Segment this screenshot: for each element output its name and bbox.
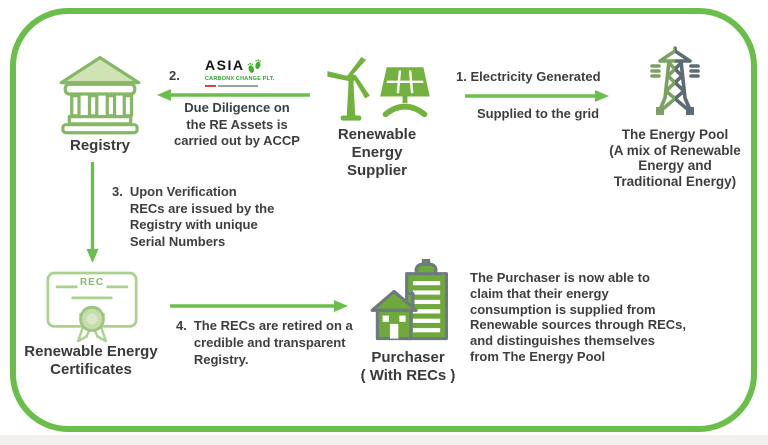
purchaser-note: The Purchaser is now able to claim that …	[470, 270, 686, 364]
arrow-step1-right	[465, 90, 609, 102]
registry-label: Registry	[69, 137, 131, 154]
logo-fineprint-red	[205, 84, 216, 87]
step4-number: 4.	[176, 318, 187, 333]
logo-fineprint-url	[218, 84, 258, 87]
accp-logo-subtitle: CARBONX CHANGE PLT.	[205, 76, 275, 82]
step3-number: 3.	[112, 184, 123, 199]
step1-number: 1.	[456, 69, 467, 84]
registry-bank-icon	[59, 56, 141, 135]
purchaser-label: Purchaser ( With RECs )	[360, 349, 456, 384]
energy-pool-label: The Energy Pool (A mix of Renewable Ener…	[609, 127, 741, 189]
step3-text: 3. Upon Verification RECs are issued by …	[112, 184, 275, 249]
arrow-step3-down	[86, 162, 99, 263]
rec-certificate-icon: REC	[46, 271, 138, 345]
wind-turbine-icon	[327, 57, 370, 121]
solar-panel-icon	[380, 67, 430, 118]
step2-number: 2.	[169, 68, 180, 83]
step4-text: 4. The RECs are retired on a credible an…	[176, 318, 353, 367]
step1-subtext: Supplied to the grid	[477, 106, 600, 121]
accp-logo: ASIA CARBONX CHANGE PLT.	[205, 58, 274, 87]
step2-text: Due Diligence on the RE Assets is carrie…	[174, 100, 300, 148]
arrow-step2-left	[157, 89, 310, 101]
purchaser-buildings-icon	[370, 259, 449, 341]
arrow-step4-right	[170, 300, 348, 312]
footprints-icon	[248, 59, 262, 73]
step1-text: 1. Electricity Generated	[456, 69, 601, 84]
supplier-label: Renewable Energy Supplier	[337, 126, 417, 179]
transmission-tower-icon	[650, 46, 700, 117]
rec-badge-text: REC	[79, 277, 105, 288]
bottom-shadow-strip	[0, 435, 768, 445]
accp-logo-wordmark: ASIA	[205, 57, 245, 73]
accp-logo-fineprint	[205, 84, 258, 87]
certificates-label: Renewable Energy Certificates	[24, 343, 158, 378]
